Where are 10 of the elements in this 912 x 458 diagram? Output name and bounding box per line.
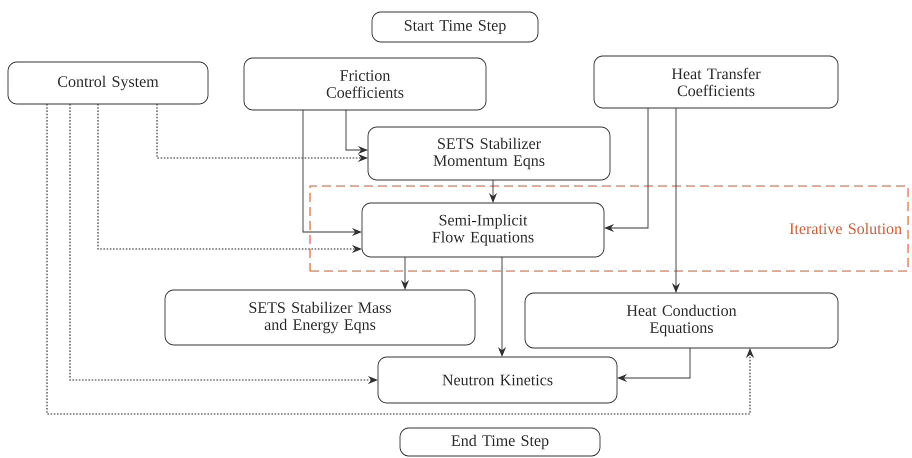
process-box: Control System	[8, 62, 208, 104]
process-box: Heat Conduction Equations	[524, 292, 838, 348]
process-box: Friction Coefficients	[244, 58, 486, 110]
process-box: Start Time Step	[372, 12, 538, 42]
process-box: Neutron Kinetics	[378, 356, 618, 404]
process-box: SETS Stabilizer Mass and Energy Eqns	[164, 290, 476, 346]
process-box: Semi-Implicit Flow Equations	[362, 202, 604, 258]
process-box: SETS Stabilizer Momentum Eqns	[368, 126, 610, 180]
process-box: End Time Step	[400, 428, 600, 456]
process-box: Heat Transfer Coefficients	[594, 56, 838, 108]
